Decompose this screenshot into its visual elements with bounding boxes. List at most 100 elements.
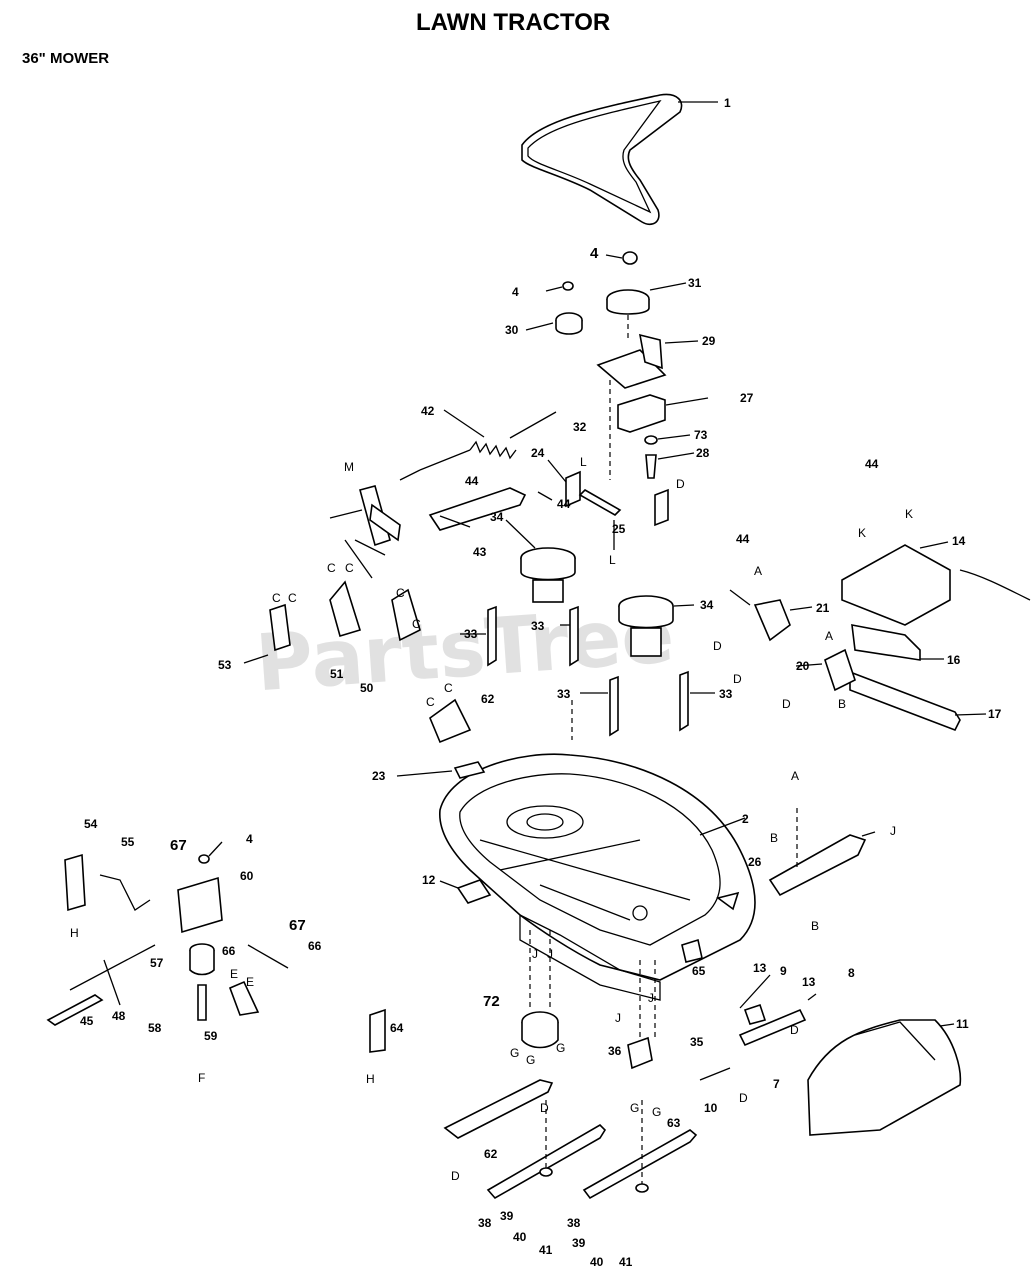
callout: 44: [557, 497, 571, 511]
ref-letter: G: [510, 1046, 519, 1060]
ref-letter: C: [288, 591, 297, 605]
ref-letter: E: [246, 975, 254, 989]
callout: 45: [80, 1014, 94, 1028]
callout: 35: [690, 1035, 704, 1049]
callout: 28: [696, 446, 710, 460]
ref-letter: C: [272, 591, 281, 605]
ref-letter: J: [648, 991, 654, 1005]
callout: 42: [421, 404, 435, 418]
ref-letter: J: [547, 947, 553, 961]
ref-letter: D: [540, 1101, 549, 1115]
lift-arm-part: [329, 469, 553, 579]
spindle-part: [505, 519, 695, 657]
ref-letter: J: [532, 947, 538, 961]
callout: 44: [736, 532, 750, 546]
callout: 4: [590, 245, 599, 262]
ref-letter: J: [615, 1011, 621, 1025]
shaft-part: [460, 605, 715, 740]
nut-parts: [198, 251, 638, 864]
label-plate-parts: [396, 761, 492, 904]
ref-letter: J: [890, 824, 896, 838]
callout: 41: [619, 1255, 633, 1269]
callout: 11: [956, 1017, 969, 1031]
mower-deck-part: [439, 753, 756, 1001]
spindle-housing-parts: [521, 930, 656, 1070]
callout: 72: [483, 993, 500, 1010]
ref-letter: G: [526, 1053, 535, 1067]
ref-letter: G: [652, 1105, 661, 1119]
idler-pulley-part: [525, 282, 687, 335]
ref-letter: B: [770, 831, 778, 845]
ref-letter: D: [451, 1169, 460, 1183]
link-bracket-parts: [729, 589, 856, 692]
callout: 57: [150, 956, 164, 970]
callout: 2: [742, 812, 749, 826]
callout: 58: [148, 1021, 162, 1035]
callout: 54: [84, 817, 98, 831]
ref-letter: M: [344, 460, 354, 474]
ref-letter: K: [905, 507, 913, 521]
brace-part: [547, 459, 669, 550]
callout: 63: [667, 1116, 681, 1130]
callout: 40: [513, 1230, 527, 1244]
callout: 13: [753, 961, 767, 975]
callout: 10: [704, 1101, 718, 1115]
callout: 26: [748, 855, 762, 869]
hitch-bracket-part: [841, 541, 1031, 732]
ref-letter: C: [412, 617, 421, 631]
callout-numbers: 1 2 4 4 4 7 8 9 10 11 12 13 13 14 16 17 …: [80, 96, 1002, 1269]
callout: 4: [512, 285, 519, 299]
callout: 17: [988, 707, 1002, 721]
ref-letter: L: [580, 455, 587, 469]
callout: 41: [539, 1243, 553, 1257]
callout: 66: [308, 939, 322, 953]
callout: 16: [947, 653, 961, 667]
callout: 30: [505, 323, 519, 337]
callout: 34: [700, 598, 714, 612]
ref-letter: G: [630, 1101, 639, 1115]
callout: 43: [473, 545, 487, 559]
lift-link-part: [716, 808, 876, 911]
callout: 38: [478, 1216, 492, 1230]
callout: 14: [952, 534, 966, 548]
callout: 13: [802, 975, 816, 989]
ref-letter: H: [366, 1072, 375, 1086]
callout: 12: [422, 873, 436, 887]
callout: 53: [218, 658, 232, 672]
ref-letter: D: [782, 697, 791, 711]
belt-part: [521, 93, 718, 226]
idler-bracket-part: [596, 315, 709, 480]
callout: 31: [688, 276, 702, 290]
ref-letter: B: [838, 697, 846, 711]
ref-letter: H: [70, 926, 79, 940]
callout: 29: [702, 334, 716, 348]
callout: 67: [289, 917, 306, 934]
bolt-part: [644, 434, 695, 479]
ref-letter: C: [444, 681, 453, 695]
ref-letter: C: [345, 561, 354, 575]
ref-letter: D: [713, 639, 722, 653]
callout: 32: [573, 420, 587, 434]
ref-letter: D: [739, 1091, 748, 1105]
callout: 33: [719, 687, 733, 701]
ref-letter: C: [327, 561, 336, 575]
callout: 73: [694, 428, 708, 442]
page-title: LAWN TRACTOR: [416, 9, 610, 36]
ref-letter: D: [733, 672, 742, 686]
ref-letter: A: [791, 769, 799, 783]
callout: 64: [390, 1021, 404, 1035]
deck-bracket-parts: [243, 580, 472, 744]
callout: 33: [531, 619, 545, 633]
ref-letter: B: [811, 919, 819, 933]
callout: 48: [112, 1009, 126, 1023]
callout: 7: [773, 1077, 780, 1091]
callout: 24: [531, 446, 545, 460]
hardware-parts: [681, 938, 817, 1081]
callout: 44: [465, 474, 479, 488]
callout: 1: [724, 96, 731, 110]
callout: 27: [740, 391, 754, 405]
ref-letter: A: [825, 629, 833, 643]
ref-letter: A: [754, 564, 762, 578]
callout: 62: [484, 1147, 498, 1161]
